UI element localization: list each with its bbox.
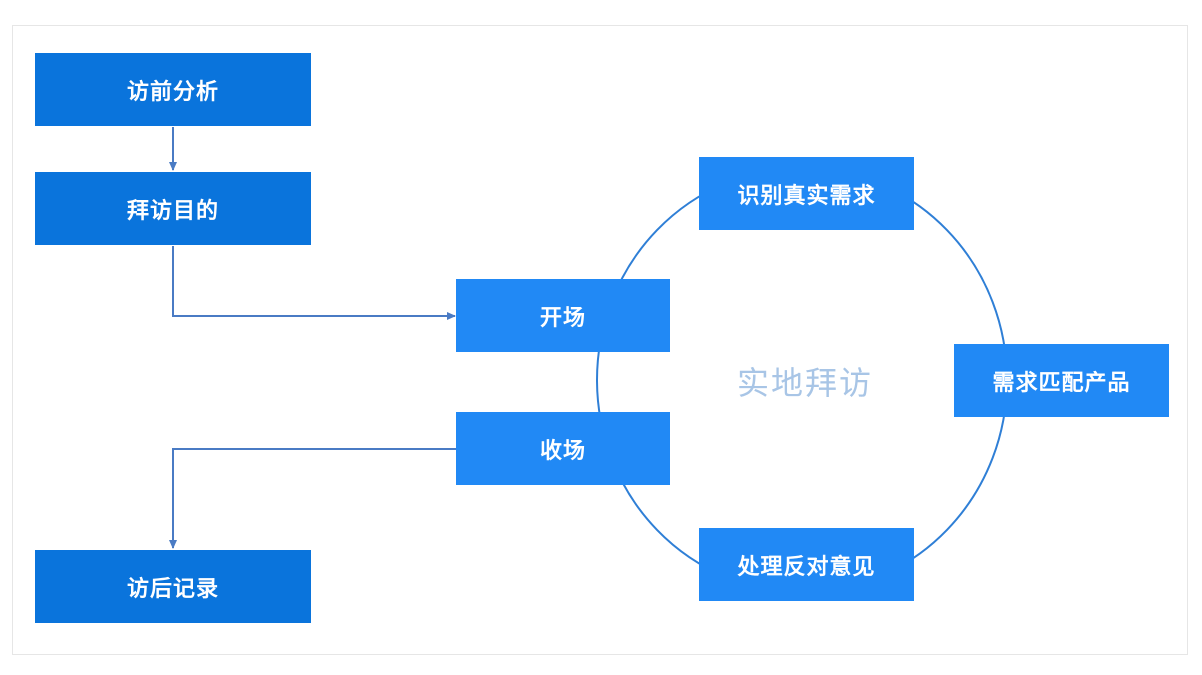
post-visit-record-box: 访后记录 (35, 550, 311, 623)
pre-visit-analysis-box: 访前分析 (35, 53, 311, 126)
visit-purpose-box: 拜访目的 (35, 172, 311, 245)
closing-box: 收场 (456, 412, 670, 485)
center-label: 实地拜访 (736, 364, 873, 402)
handle-objections-box: 处理反对意见 (699, 528, 914, 601)
identify-needs-box: 识别真实需求 (699, 157, 914, 230)
opening-box: 开场 (456, 279, 670, 352)
match-products-box: 需求匹配产品 (954, 344, 1169, 417)
arrow-closing-to-record (169, 448, 456, 549)
arrow-purpose-to-opening (172, 246, 456, 320)
